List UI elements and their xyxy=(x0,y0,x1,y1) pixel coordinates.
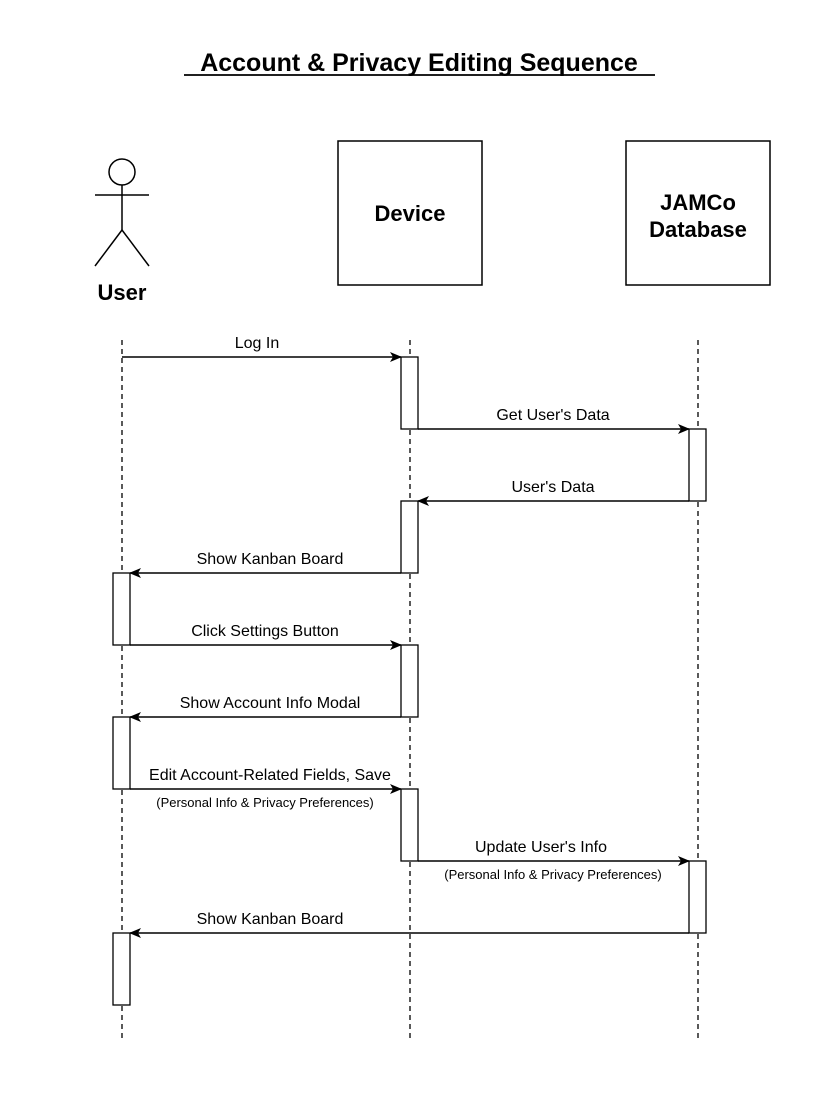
message-show-account-info-modal: Show Account Info Modal xyxy=(129,695,401,722)
message-label: Log In xyxy=(235,335,279,352)
database-activation-bar xyxy=(688,428,707,502)
diagram-title: Account & Privacy Editing Sequence xyxy=(200,49,638,77)
message-label: Show Kanban Board xyxy=(197,911,344,928)
message-users-data: User's Data xyxy=(417,479,689,506)
participant-device-label: Device xyxy=(375,201,446,226)
participant-device-box xyxy=(337,140,483,286)
message-label: Click Settings Button xyxy=(191,623,339,640)
message-sublabel: (Personal Info & Privacy Preferences) xyxy=(444,867,661,882)
participant-database-label-line1: JAMCo xyxy=(660,190,736,215)
message-edit-account-fields: Edit Account-Related Fields, Save (Perso… xyxy=(130,767,402,810)
device-activation-bar xyxy=(400,788,419,862)
user-actor-icon xyxy=(94,158,150,267)
database-activation-bar xyxy=(688,860,707,934)
user-activation-bar xyxy=(112,716,131,790)
message-sublabel: (Personal Info & Privacy Preferences) xyxy=(156,795,373,810)
participant-database-box xyxy=(625,140,771,286)
message-get-users-data: Get User's Data xyxy=(418,407,690,434)
message-label: Edit Account-Related Fields, Save xyxy=(149,767,391,784)
device-activation-bar xyxy=(400,500,419,574)
message-update-users-info: Update User's Info (Personal Info & Priv… xyxy=(418,839,690,882)
participant-user-label: User xyxy=(98,280,147,305)
device-activation-bar xyxy=(400,644,419,718)
participant-database-label-line2: Database xyxy=(649,217,747,242)
message-label: User's Data xyxy=(511,479,594,496)
message-label: Update User's Info xyxy=(475,839,607,856)
message-label: Get User's Data xyxy=(496,407,609,424)
user-activation-bar xyxy=(112,572,131,646)
device-activation-bar xyxy=(400,356,419,430)
user-activation-bar xyxy=(112,932,131,1006)
message-log-in: Log In xyxy=(122,335,402,362)
message-label: Show Account Info Modal xyxy=(180,695,361,712)
message-show-kanban-board: Show Kanban Board xyxy=(129,911,689,938)
message-click-settings-button: Click Settings Button xyxy=(130,623,402,650)
message-show-kanban-board: Show Kanban Board xyxy=(129,551,401,578)
message-label: Show Kanban Board xyxy=(197,551,344,568)
